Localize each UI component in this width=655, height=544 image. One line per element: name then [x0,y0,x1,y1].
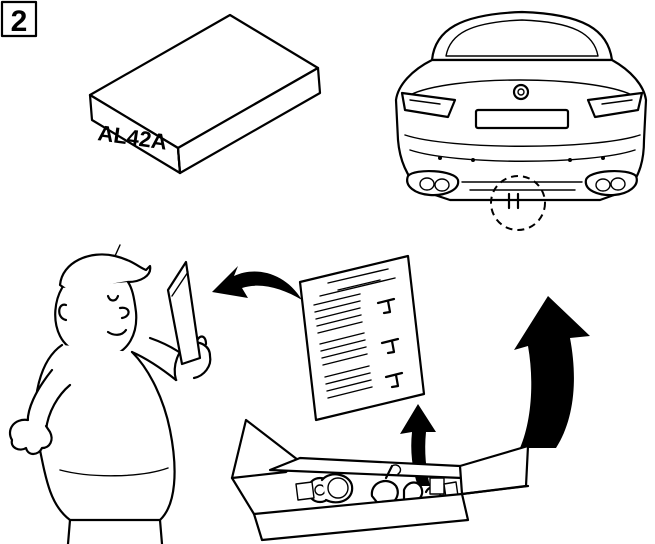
parts-box [232,420,528,540]
step-number-box: 2 [2,2,36,38]
package-box: AL42A [90,15,320,173]
step-number: 2 [11,5,28,38]
curved-arrow-icon [514,296,590,448]
car-rear-view [396,12,646,230]
document-icon [300,256,424,420]
technician-figure [10,245,210,544]
curved-arrow-icon [212,266,302,300]
